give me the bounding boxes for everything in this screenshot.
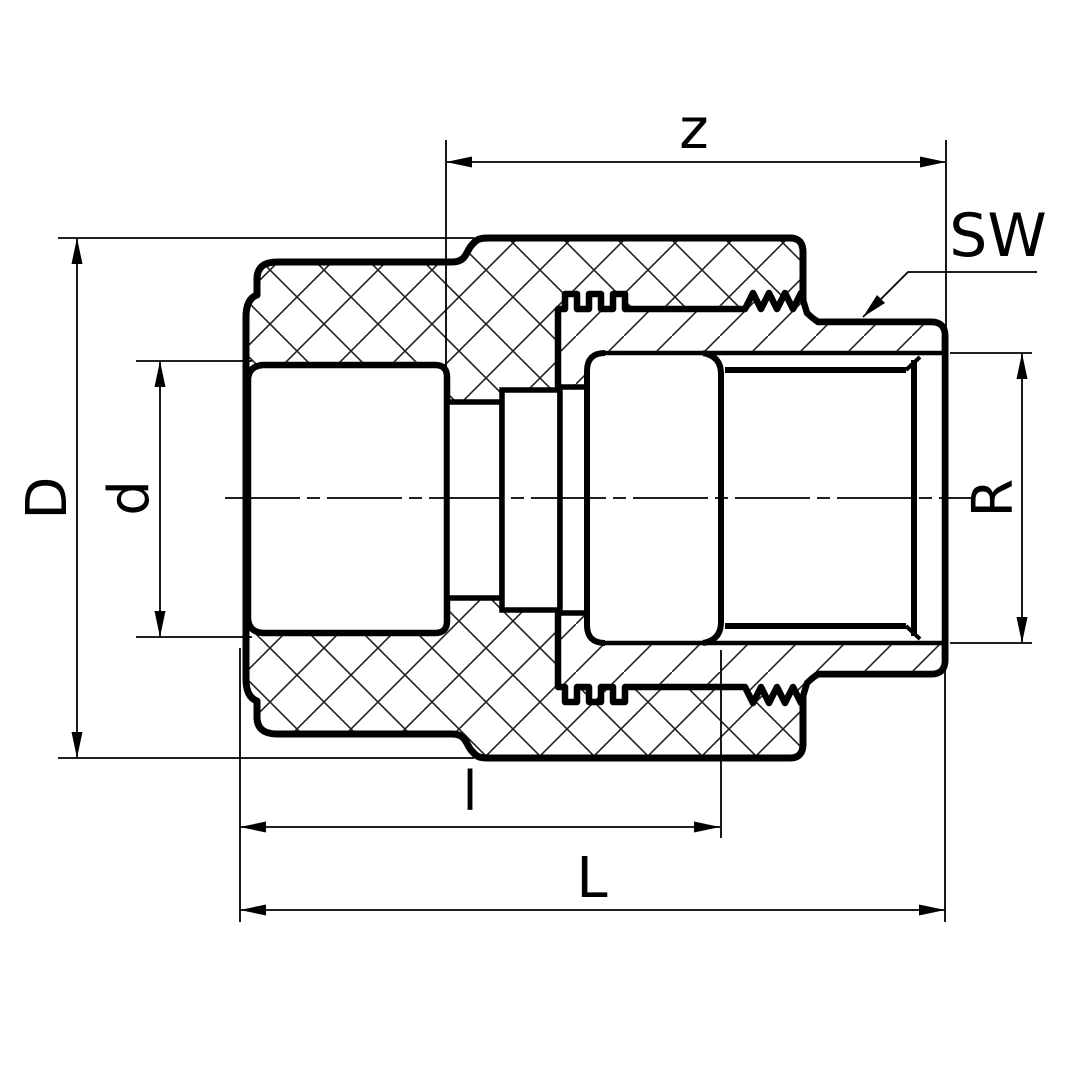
arrow-l-left [240,821,266,833]
arrow-D-bottom [71,732,83,758]
arrow-R-top [1016,353,1028,379]
arrow-l-right [694,821,720,833]
arrow-d-top [154,361,166,387]
dimension-L: L [240,664,946,922]
dim-label-R: R [961,479,1026,518]
dim-label-l: l [462,760,477,823]
dim-label-sw: SW [949,201,1046,271]
mid-bore-step-2 [499,387,563,613]
mid-bore-step-3 [557,384,590,616]
dim-label-L: L [576,846,607,911]
dim-label-z: z [679,97,708,162]
arrow-R-bottom [1016,617,1028,643]
socket-bore [244,361,451,637]
arrow-L-left [240,904,266,916]
arrow-L-right [919,904,945,916]
arrow-sw [863,295,885,317]
arrow-D-top [71,238,83,264]
arrow-z-left [446,156,472,168]
dim-label-d: d [97,480,162,516]
dimension-l: l [239,648,722,922]
dim-label-D: D [15,476,80,519]
mid-bore-step-1 [444,399,505,601]
arrow-z-right [920,156,946,168]
dimension-d: d [97,360,252,638]
dimension-R: R [950,352,1032,644]
dimension-D: D [15,237,474,759]
dimension-z: z [445,97,947,398]
callout-sw: SW [862,201,1047,318]
arrow-d-bottom [154,611,166,637]
